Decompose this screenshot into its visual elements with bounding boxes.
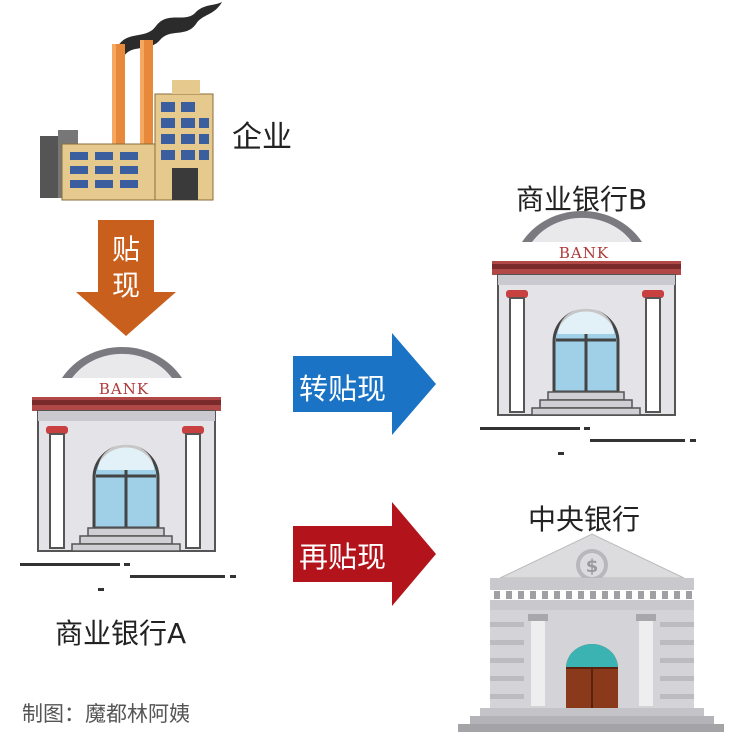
discount-label-char-2: 现 bbox=[112, 269, 141, 302]
discount-arrow bbox=[76, 220, 176, 336]
discount-label-char-1: 贴 bbox=[112, 233, 141, 266]
bank-a-label: 商业银行A bbox=[55, 617, 187, 650]
rediscount-label: 再贴现 bbox=[299, 540, 387, 574]
transfer-discount-label: 转贴现 bbox=[299, 372, 387, 406]
transfer-discount-arrow bbox=[293, 333, 436, 435]
enterprise-label: 企业 bbox=[232, 120, 292, 155]
central-bank-icon: $ bbox=[458, 533, 724, 732]
bank-b-sign: BANK bbox=[559, 244, 609, 262]
bank-a-sign: BANK bbox=[99, 380, 149, 398]
credit-label: 制图：魔都林阿姨 bbox=[22, 702, 190, 726]
bank-b-icon: BANK bbox=[480, 209, 696, 455]
central-bank-label: 中央银行 bbox=[528, 503, 641, 536]
factory-icon bbox=[40, 2, 222, 201]
bank-b-label: 商业银行B bbox=[516, 183, 648, 216]
dollar-sign-icon: $ bbox=[586, 556, 599, 577]
rediscount-arrow bbox=[293, 502, 436, 606]
bank-a-icon: BANK bbox=[20, 345, 236, 591]
